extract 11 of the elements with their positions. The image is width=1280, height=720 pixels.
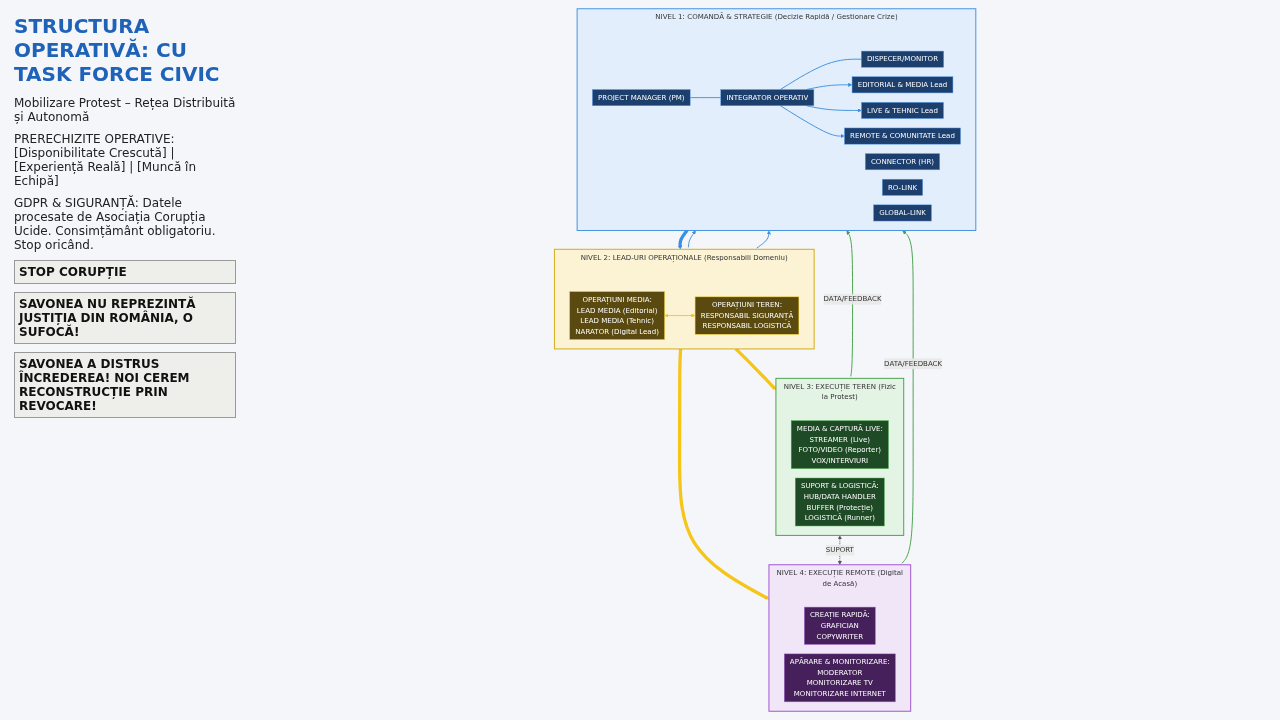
subtitle: Mobilizare Protest – Rețea Distribuită și Autonomă [14,96,236,124]
title: STRUCTURA OPERATIVĂ: CU TASK FORCE CIVIC [14,14,221,86]
protest-sign-text: STOP CORUPȚIE [14,260,236,284]
footer-note: GDPR & SIGURANȚĂ: Datele procesate de Asociația Corupția Ucide. Consimțământ obligatoriu. Stop oricând. [14,196,217,252]
connector [689,97,722,99]
arrow [677,348,769,600]
prerequisites-note: PRERECHIZITE OPERATIVE: [Disponibilitate Crescută] | [Experiență Reală] | [Muncă în Echipă] [14,132,198,188]
protest-banner-text: SAVONEA A DISTRUS ÎNCREDEREA! NOI CEREM RECONSTRUCȚIE PRIN REVOCARE! [14,352,236,418]
protest-banner-text: SAVONEA NU REPREZINTĂ JUSTIȚIA DIN ROMÂNIA, O SUFOCĂ! [14,292,236,344]
arrow [734,347,776,390]
arrow [677,229,689,250]
